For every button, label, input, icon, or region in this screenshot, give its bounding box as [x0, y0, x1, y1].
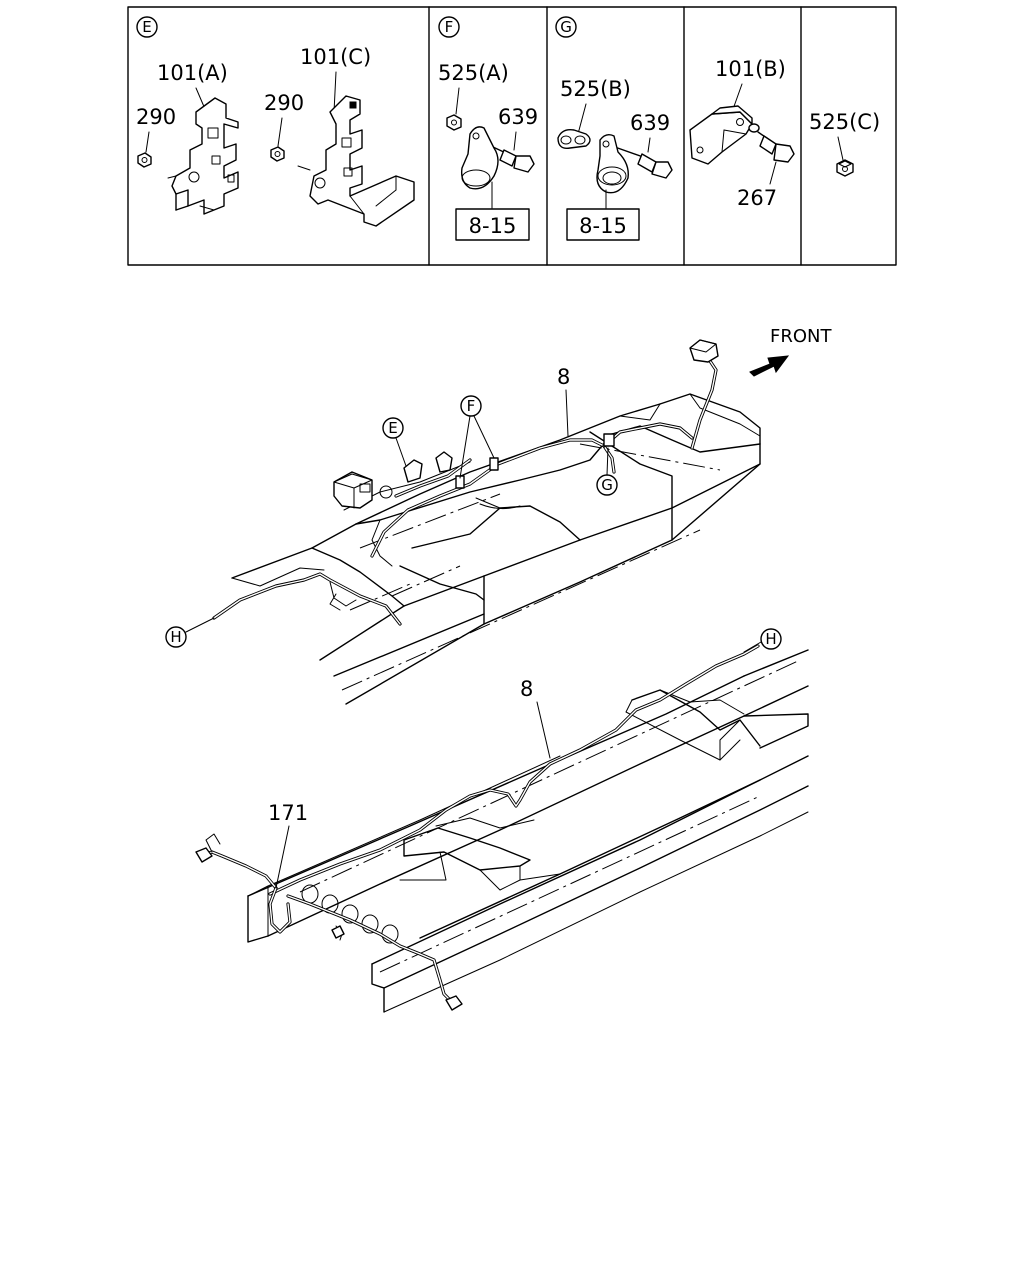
leader-line	[606, 447, 609, 476]
panel-g: G 525(B) 639 8-15	[555, 16, 673, 241]
label-290: 290	[136, 105, 176, 129]
connector-icon	[331, 925, 345, 939]
label-525a: 525(A)	[438, 61, 509, 85]
connector-icon	[403, 459, 423, 483]
leader-line	[333, 71, 337, 113]
bracket-101b-icon	[689, 105, 753, 165]
svg-text:H: H	[765, 630, 776, 648]
nut-525c-icon	[836, 159, 854, 177]
washer-icon	[748, 123, 760, 133]
bolt-267-icon	[757, 131, 795, 163]
label-267: 267	[737, 186, 777, 210]
callout-g: G	[555, 16, 577, 38]
panel-f: F 525(A) 639 8-15	[438, 16, 538, 241]
svg-text:H: H	[170, 628, 181, 646]
label-101b: 101(B)	[715, 57, 786, 81]
clip-8-15-icon	[460, 126, 499, 209]
component-block-icon	[333, 471, 393, 509]
svg-text:8-15: 8-15	[579, 214, 627, 238]
label-101a: 101(A)	[157, 61, 228, 85]
front-arrow-icon	[749, 355, 790, 377]
label-101c: 101(C)	[300, 45, 371, 69]
clip-8-15-icon	[596, 133, 629, 209]
panel-101b: 101(B) 267	[689, 57, 795, 210]
ref-box-8-15: 8-15	[455, 208, 530, 241]
svg-text:G: G	[560, 18, 572, 36]
connector-icon	[435, 451, 453, 473]
leader-line	[395, 437, 407, 467]
leader-line	[145, 131, 150, 153]
callout-h: H	[165, 626, 187, 648]
leader-line	[577, 103, 587, 135]
callout-e: E	[382, 417, 404, 439]
leader-line	[513, 131, 517, 151]
svg-text:E: E	[388, 419, 397, 437]
leader-line	[647, 137, 651, 153]
leader-line	[275, 825, 290, 889]
svg-text:G: G	[601, 476, 613, 494]
callout-f: F	[438, 16, 460, 38]
nut-525a-icon	[446, 114, 462, 131]
callout-h: H	[760, 628, 782, 650]
harness-wire-8-lower	[198, 644, 760, 1004]
panel-e: E 101(A) 290 101(C) 290	[136, 16, 415, 227]
screw-stub	[297, 165, 311, 171]
part-number-8: 8	[557, 365, 570, 389]
callout-e: E	[136, 16, 158, 38]
leader-line	[473, 415, 495, 459]
clip-525b-icon	[557, 128, 591, 149]
leader-line	[277, 117, 283, 147]
leader-line	[769, 161, 777, 185]
bracket-101a-icon	[167, 97, 239, 215]
leader-line	[565, 389, 569, 437]
label-525c: 525(C)	[809, 110, 880, 134]
leader-line	[455, 87, 460, 115]
ref-box-8-15: 8-15	[566, 208, 640, 241]
svg-text:E: E	[142, 18, 151, 36]
callout-g: G	[596, 474, 618, 496]
leader-line	[536, 701, 551, 759]
label-639: 639	[630, 111, 670, 135]
header-table-border	[127, 6, 897, 266]
panel-525c: 525(C)	[809, 110, 880, 177]
nut-290-icon	[137, 152, 152, 168]
clip-icon	[603, 433, 615, 447]
connector-icon	[195, 847, 213, 863]
leader-line	[185, 617, 215, 633]
part-number-8: 8	[520, 677, 533, 701]
callout-f: F	[460, 395, 482, 417]
label-290: 290	[264, 91, 304, 115]
rail-holes	[301, 884, 399, 944]
svg-text:F: F	[445, 18, 454, 36]
leader-line	[459, 415, 471, 479]
upper-chassis	[231, 393, 761, 705]
label-525b: 525(B)	[560, 77, 631, 101]
nut-290-icon	[270, 146, 285, 162]
connector-icon	[689, 339, 719, 363]
svg-text:8-15: 8-15	[469, 214, 517, 238]
connector-icon	[445, 995, 463, 1011]
svg-text:F: F	[467, 397, 476, 415]
lower-chassis	[247, 649, 809, 1013]
leader-line	[743, 641, 762, 653]
bracket-101c-icon	[309, 95, 415, 227]
harness-wire-8-upper	[212, 356, 718, 626]
header-table	[127, 6, 897, 266]
leader-line	[837, 136, 844, 161]
label-639: 639	[498, 105, 538, 129]
front-label: FRONT	[770, 326, 832, 347]
part-number-171: 171	[268, 801, 308, 825]
